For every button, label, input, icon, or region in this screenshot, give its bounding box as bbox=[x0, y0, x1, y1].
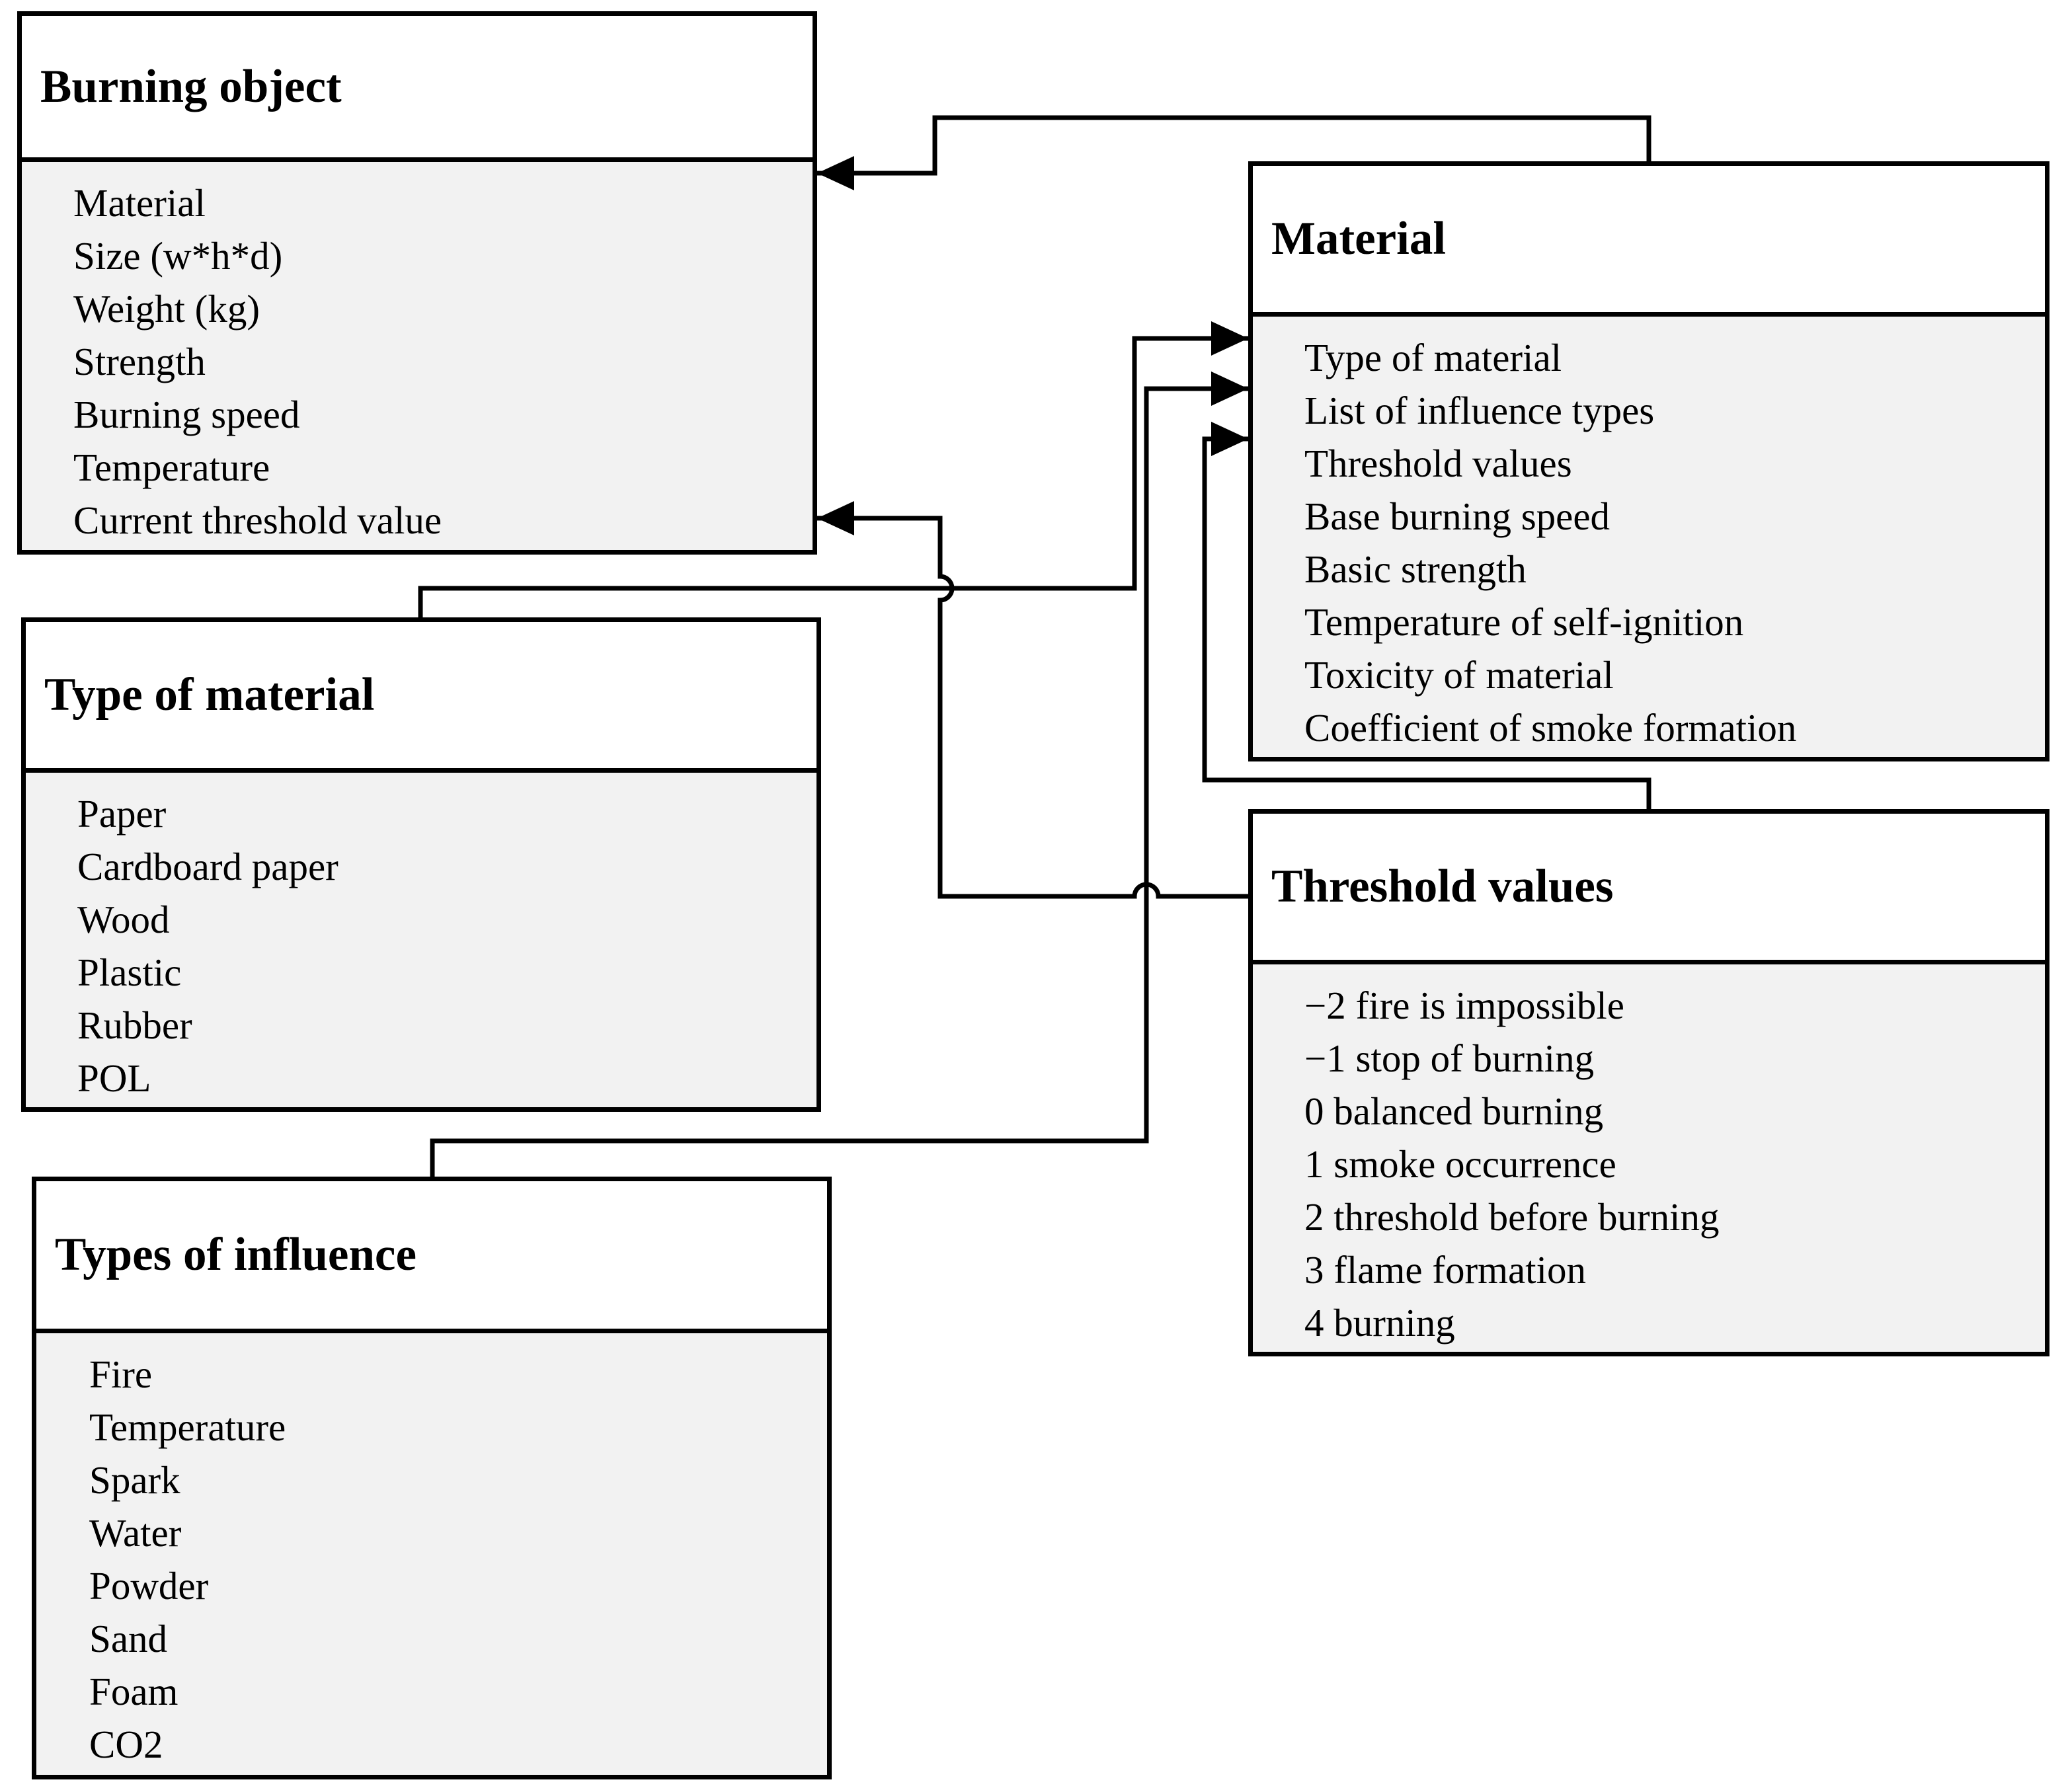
types-of-influence-box: Types of influence Fire Temperature Spar… bbox=[32, 1177, 832, 1779]
burning-object-attributes: Material Size (w*h*d) Weight (kg) Streng… bbox=[22, 162, 813, 550]
attribute-item: Cardboard paper bbox=[77, 845, 338, 888]
attribute-item: Sand bbox=[89, 1617, 167, 1660]
attribute-item: Powder bbox=[89, 1564, 209, 1608]
threshold-values-title: Threshold values bbox=[1253, 814, 2045, 964]
attribute-item: Temperature bbox=[73, 446, 270, 489]
attribute-item: −2 fire is impossible bbox=[1304, 984, 1624, 1027]
material-box: Material Type of material List of influe… bbox=[1248, 161, 2049, 761]
type-of-material-box: Type of material Paper Cardboard paper W… bbox=[21, 617, 821, 1112]
attribute-item: Water bbox=[89, 1511, 182, 1555]
connector-threshold-values-to-burning-object bbox=[817, 501, 1248, 899]
connector-types-of-influence-to-material bbox=[430, 371, 1248, 1177]
burning-object-title: Burning object bbox=[22, 16, 813, 162]
attribute-item: List of influence types bbox=[1304, 389, 1655, 432]
attribute-item: 0 balanced burning bbox=[1304, 1089, 1604, 1133]
connector-material-to-burning-object bbox=[817, 115, 1651, 190]
attribute-item: Material bbox=[73, 181, 206, 225]
attribute-item: 4 burning bbox=[1304, 1301, 1455, 1344]
attribute-item: Temperature of self-ignition bbox=[1304, 600, 1744, 644]
attribute-item: POL bbox=[77, 1056, 151, 1100]
attribute-item: Threshold values bbox=[1304, 442, 1572, 485]
attribute-item: Paper bbox=[77, 792, 167, 836]
attribute-item: Base burning speed bbox=[1304, 494, 1611, 538]
attribute-item: Burning speed bbox=[73, 393, 300, 436]
attribute-item: 1 smoke occurrence bbox=[1304, 1142, 1616, 1186]
type-of-material-title: Type of material bbox=[26, 622, 816, 773]
burning-object-box: Burning object Material Size (w*h*d) Wei… bbox=[17, 11, 817, 555]
type-of-material-attributes: Paper Cardboard paper Wood Plastic Rubbe… bbox=[26, 773, 816, 1107]
attribute-item: Current threshold value bbox=[73, 498, 442, 542]
attribute-item: Fire bbox=[89, 1352, 153, 1396]
types-of-influence-title: Types of influence bbox=[36, 1181, 827, 1333]
attribute-item: Basic strength bbox=[1304, 547, 1527, 591]
attribute-item: Coefficient of smoke formation bbox=[1304, 706, 1797, 750]
attribute-item: 2 threshold before burning bbox=[1304, 1195, 1720, 1239]
threshold-values-attributes: −2 fire is impossible −1 stop of burning… bbox=[1253, 964, 2045, 1352]
attribute-item: Plastic bbox=[77, 951, 182, 994]
attribute-item: 3 flame formation bbox=[1304, 1248, 1586, 1292]
attribute-item: Toxicity of material bbox=[1304, 653, 1614, 697]
attribute-item: Wood bbox=[77, 898, 170, 941]
attribute-item: Spark bbox=[89, 1458, 180, 1502]
threshold-values-box: Threshold values −2 fire is impossible −… bbox=[1248, 809, 2049, 1356]
attribute-item: CO2 bbox=[89, 1723, 163, 1766]
attribute-item: Foam bbox=[89, 1670, 179, 1713]
material-attributes: Type of material List of influence types… bbox=[1253, 317, 2045, 757]
attribute-item: Type of material bbox=[1304, 336, 1562, 379]
connector-type-of-material-to-material bbox=[418, 321, 1248, 617]
attribute-item: Weight (kg) bbox=[73, 287, 260, 331]
types-of-influence-attributes: Fire Temperature Spark Water Powder Sand… bbox=[36, 1333, 827, 1775]
attribute-item: −1 stop of burning bbox=[1304, 1036, 1595, 1080]
attribute-item: Strength bbox=[73, 340, 206, 383]
attribute-item: Size (w*h*d) bbox=[73, 234, 283, 278]
attribute-item: Temperature bbox=[89, 1405, 286, 1449]
connector-threshold-values-to-material bbox=[1202, 422, 1651, 809]
attribute-item: Rubber bbox=[77, 1003, 192, 1047]
material-title: Material bbox=[1253, 166, 2045, 317]
